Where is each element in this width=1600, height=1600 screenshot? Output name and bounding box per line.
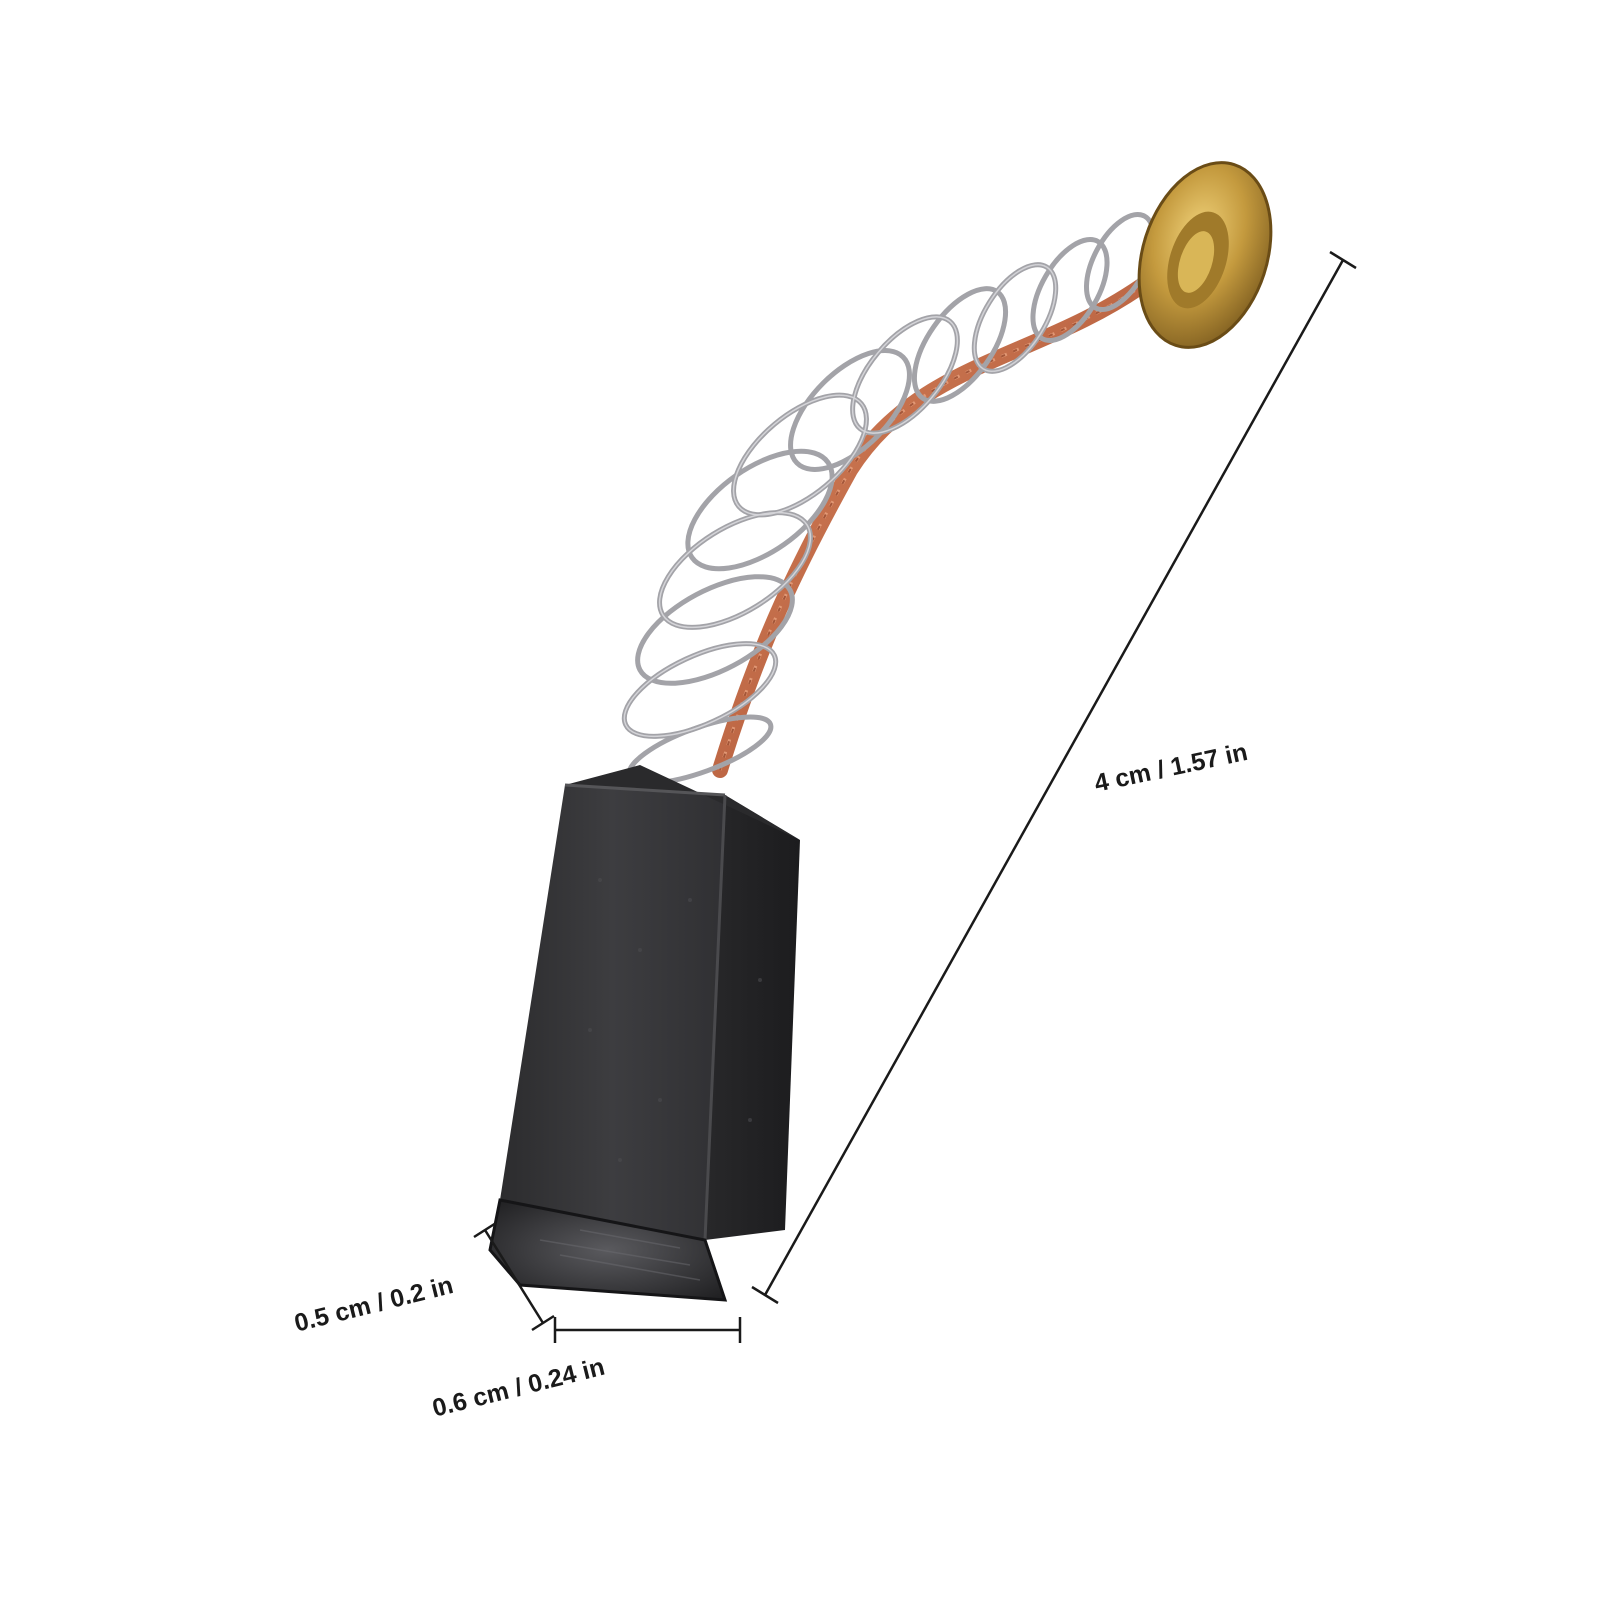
dimension-line-length xyxy=(751,250,1357,1305)
brass-terminal-cap xyxy=(1137,161,1273,349)
dimension-line-width xyxy=(553,1317,742,1343)
carbon-brush-block xyxy=(488,765,800,1302)
dimension-line-thickness xyxy=(473,1221,555,1332)
spring-coil xyxy=(621,211,1157,786)
copper-lead-wire xyxy=(712,272,1158,778)
